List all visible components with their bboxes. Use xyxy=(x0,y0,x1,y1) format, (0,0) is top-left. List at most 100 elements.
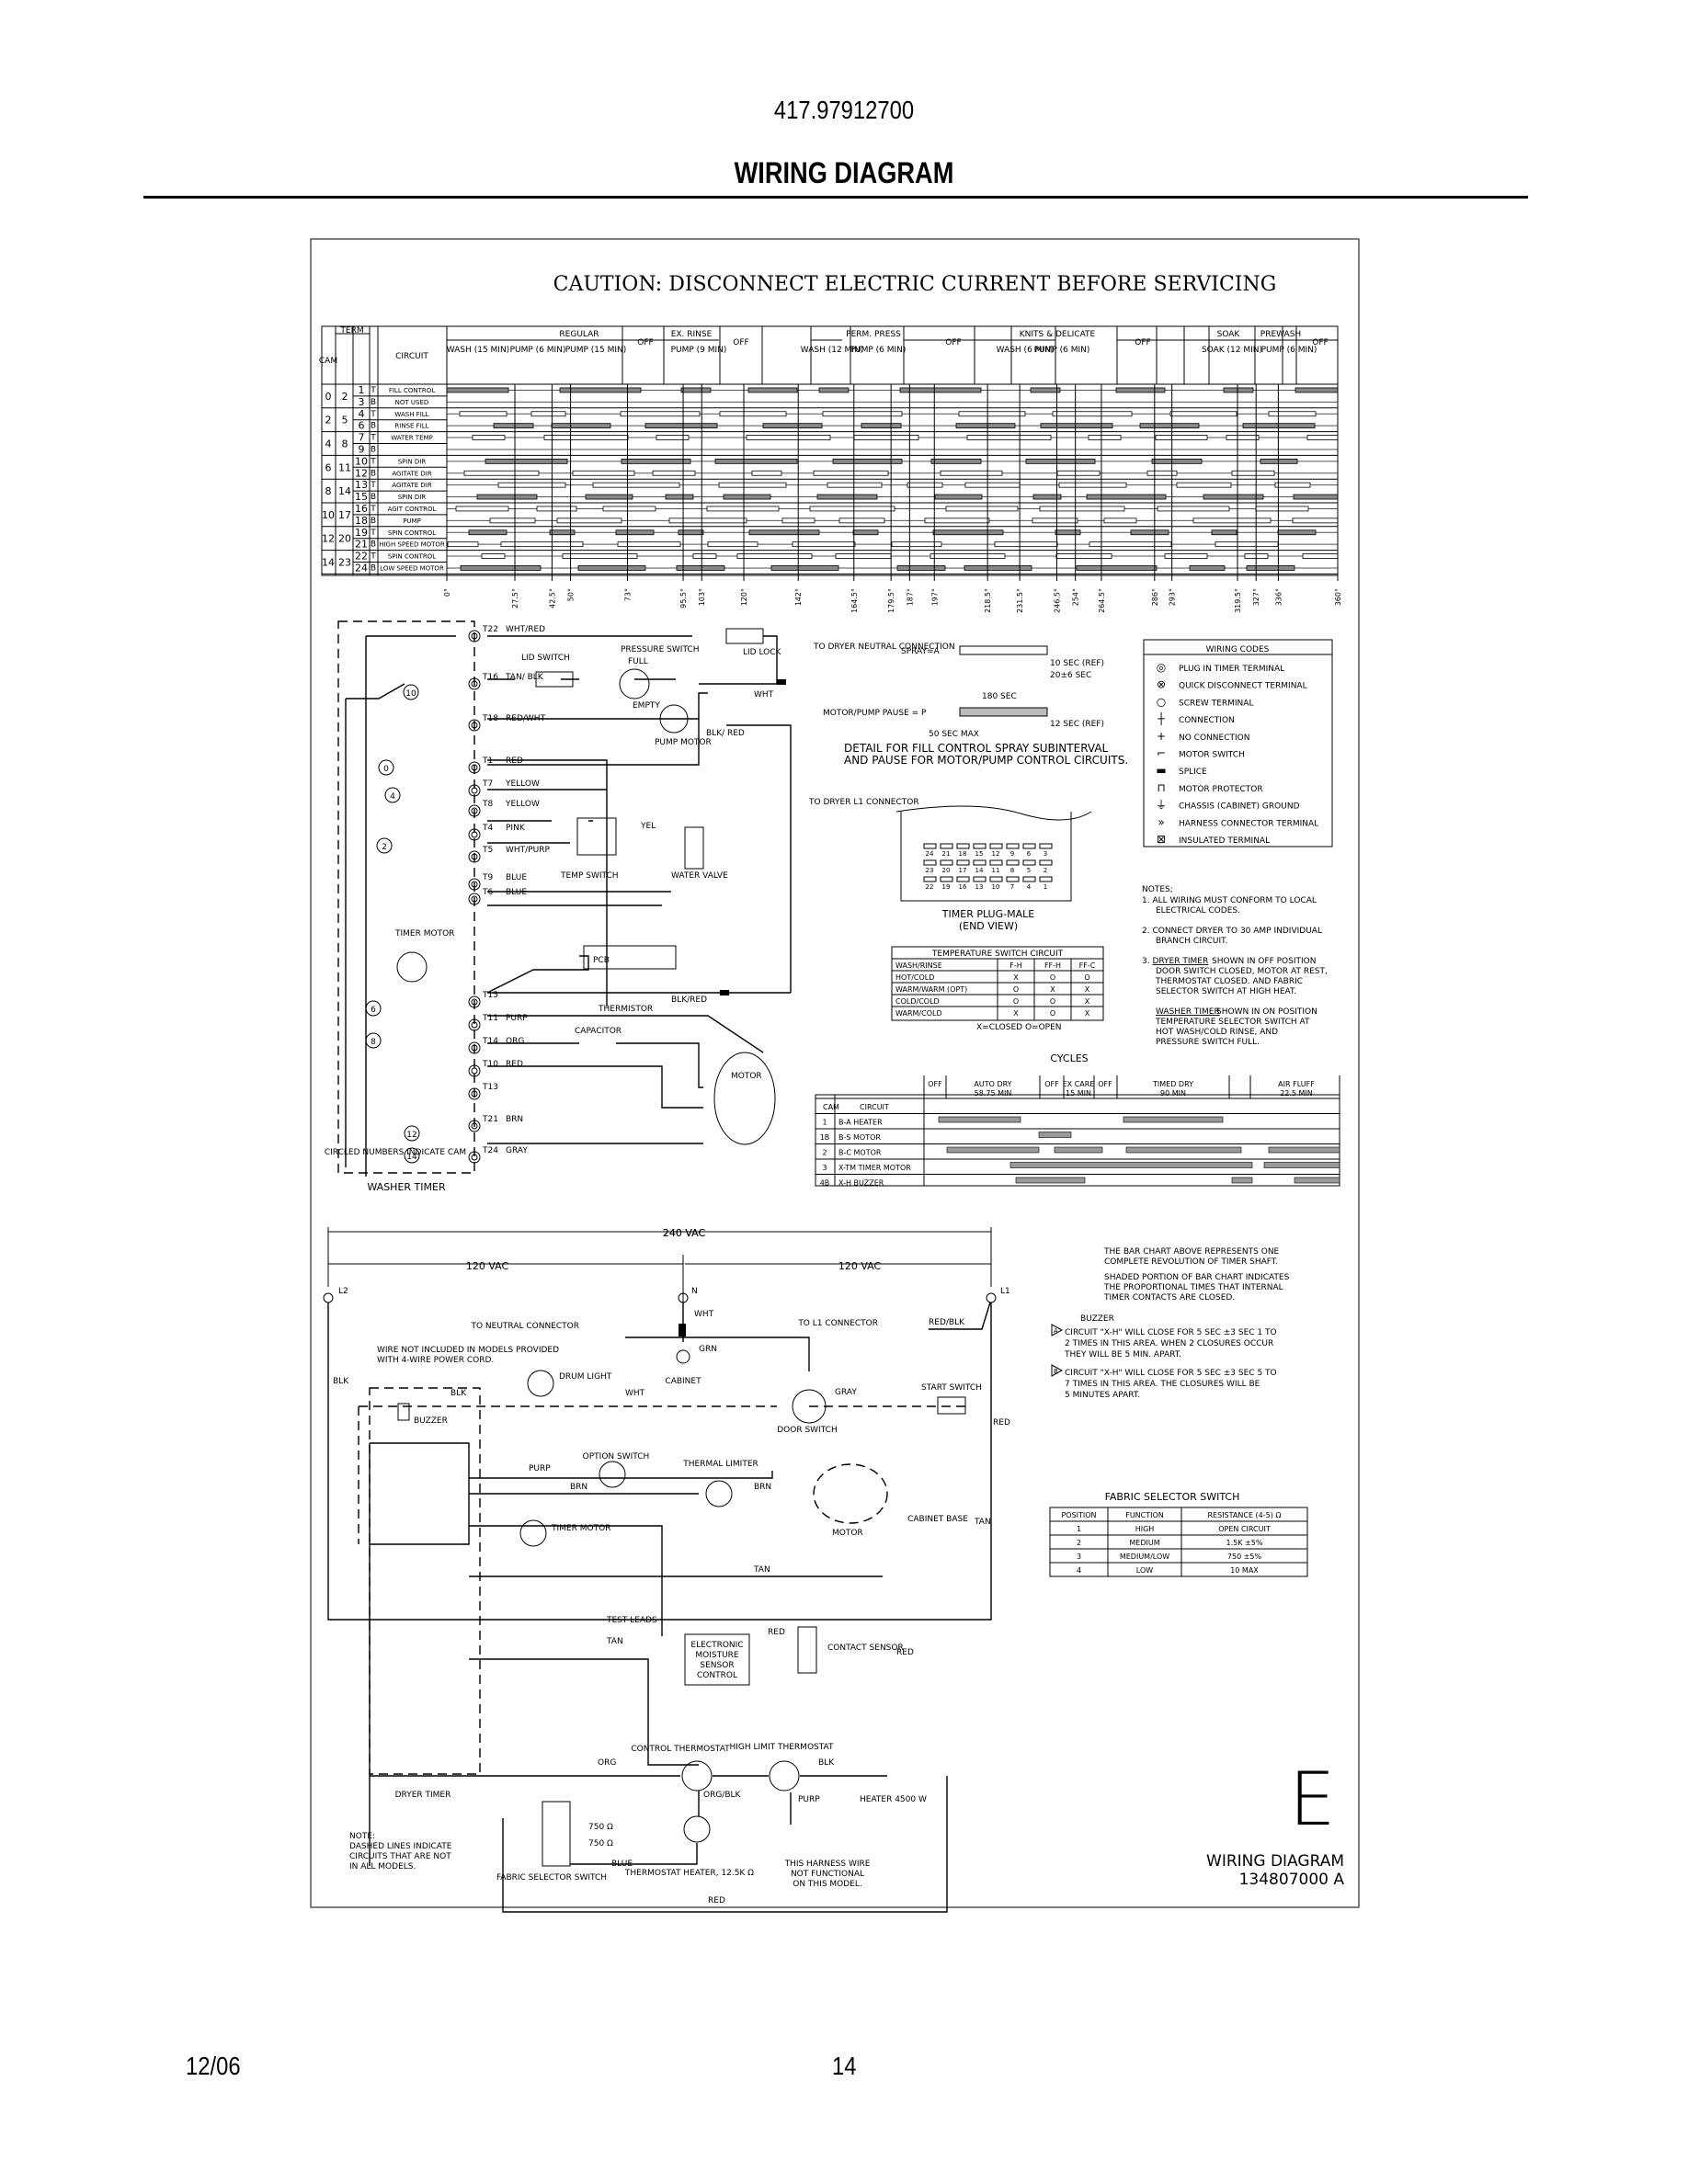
sub-pump-9: PUMP (9 MIN) xyxy=(671,346,727,355)
svg-text:B: B xyxy=(371,540,376,550)
svg-text:4: 4 xyxy=(359,408,365,420)
svg-text:MOTOR: MOTOR xyxy=(832,1529,863,1538)
svg-text:PUMP: PUMP xyxy=(403,518,421,525)
svg-text:PINK: PINK xyxy=(506,824,526,833)
sub-pump-6b: PUMP (6 MIN) xyxy=(850,346,907,355)
term-header: TERM xyxy=(339,326,363,336)
revision-letter: E xyxy=(1289,1757,1336,1842)
svg-text:17: 17 xyxy=(959,867,967,874)
svg-text:WASH/RINSE: WASH/RINSE xyxy=(895,961,942,970)
svg-text:T8: T8 xyxy=(482,800,493,809)
motor-label: MOTOR xyxy=(731,1072,762,1081)
svg-text:20: 20 xyxy=(338,533,351,545)
svg-text:BLK: BLK xyxy=(818,1758,835,1768)
svg-text:240 VAC: 240 VAC xyxy=(663,1227,706,1239)
svg-text:RINSE FILL: RINSE FILL xyxy=(394,423,428,430)
wiring-code-item: ⊗QUICK DISCONNECT TERMINAL xyxy=(1157,678,1307,691)
svg-text:1.5K ±5%: 1.5K ±5% xyxy=(1226,1539,1263,1547)
svg-text:4B: 4B xyxy=(820,1179,830,1188)
moisture-sensor-control xyxy=(684,1633,750,1686)
svg-text:2: 2 xyxy=(822,1149,827,1157)
svg-text:X-TM TIMER MOTOR: X-TM TIMER MOTOR xyxy=(838,1164,911,1172)
svg-text:WHT: WHT xyxy=(694,1310,714,1319)
svg-text:8: 8 xyxy=(371,1038,376,1047)
plug-pin xyxy=(923,843,937,849)
degree-tick: 179.5° xyxy=(887,588,895,613)
max50-label: 50 SEC MAX xyxy=(929,730,979,739)
svg-text:21: 21 xyxy=(355,539,368,551)
svg-text:WARM/WARM (OPT): WARM/WARM (OPT) xyxy=(895,985,967,994)
svg-text:90 MIN: 90 MIN xyxy=(1160,1089,1186,1098)
svg-text:T: T xyxy=(370,386,376,395)
svg-text:MOTOR PROTECTOR: MOTOR PROTECTOR xyxy=(1179,785,1263,794)
svg-text:WASHER TIMER: WASHER TIMER xyxy=(1156,1007,1220,1017)
pump-motor-label: PUMP MOTOR xyxy=(655,738,712,747)
svg-text:NOT USED: NOT USED xyxy=(395,399,429,406)
cabinet-ground-icon xyxy=(676,1349,690,1364)
svg-text:QUICK DISCONNECT TERMINAL: QUICK DISCONNECT TERMINAL xyxy=(1179,682,1307,691)
svg-text:2: 2 xyxy=(1077,1539,1081,1547)
wiring-code-item: ┼CONNECTION xyxy=(1157,711,1234,725)
wiring-code-item: ⊠INSULATED TERMINAL xyxy=(1157,833,1270,846)
cam-header: CAM xyxy=(319,357,337,366)
cycle-segment: AUTO DRY xyxy=(974,1080,1011,1088)
notes: NOTES; 1. ALL WIRING MUST CONFORM TO LOC… xyxy=(1142,885,1328,1047)
svg-text:RED: RED xyxy=(708,1896,725,1905)
svg-text:CAM: CAM xyxy=(823,1103,839,1111)
svg-text:240 VAC: 240 VAC xyxy=(663,1227,706,1239)
plug-pin xyxy=(956,843,970,849)
svg-text:2: 2 xyxy=(382,843,387,852)
svg-text:T13: T13 xyxy=(482,1083,498,1092)
svg-text:SPIN DIR: SPIN DIR xyxy=(398,458,427,465)
svg-text:CYCLES: CYCLES xyxy=(1050,1052,1088,1064)
svg-text:O: O xyxy=(1013,997,1019,1006)
degree-tick: 254° xyxy=(1072,588,1080,606)
svg-text:L2: L2 xyxy=(338,1287,348,1296)
motor-protector-icon: ⊓ xyxy=(1157,781,1165,794)
cam-circle: 2 xyxy=(376,837,393,854)
svg-text:HIGH: HIGH xyxy=(1135,1525,1155,1533)
svg-text:14: 14 xyxy=(322,557,335,569)
svg-text:2: 2 xyxy=(325,415,332,427)
contact-sensor-icon xyxy=(797,1626,817,1674)
svg-text:FF-C: FF-C xyxy=(1079,961,1096,970)
svg-text:13: 13 xyxy=(355,479,368,491)
svg-text:PURP: PURP xyxy=(529,1464,551,1473)
svg-text:12: 12 xyxy=(992,850,1000,858)
svg-text:3. DRYER TIMER: 3. DRYER TIMER xyxy=(1142,957,1208,966)
harness-connector-icon: » xyxy=(1158,815,1164,828)
plug-pin xyxy=(1039,859,1053,866)
svg-text:T10: T10 xyxy=(482,1060,498,1069)
plug-in-terminal-icon: ◎ xyxy=(1157,661,1166,674)
fabric-selector-switch-icon xyxy=(542,1801,571,1867)
svg-text:15 MIN: 15 MIN xyxy=(1066,1089,1091,1098)
degree-tick: 319.5° xyxy=(1234,588,1242,613)
splice-icon xyxy=(720,990,729,995)
svg-text:YELLOW: YELLOW xyxy=(505,779,540,789)
svg-text:0: 0 xyxy=(383,765,389,774)
sub-pump-15: PUMP (15 MIN) xyxy=(565,346,627,355)
svg-text:T21: T21 xyxy=(482,1115,498,1124)
svg-text:HEATER 4500 W: HEATER 4500 W xyxy=(860,1795,927,1804)
svg-text:F-H: F-H xyxy=(1009,961,1022,970)
svg-text:CIRCUIT "X-H" WILL CLOSE FOR 5: CIRCUIT "X-H" WILL CLOSE FOR 5 SEC ±3 SE… xyxy=(1065,1328,1277,1337)
svg-text:BLUE: BLUE xyxy=(506,888,527,897)
water-valve-label: WATER VALVE xyxy=(671,871,728,881)
plug-pin xyxy=(1039,843,1053,849)
svg-text:14: 14 xyxy=(406,1153,417,1162)
svg-text:B: B xyxy=(371,493,376,502)
degree-tick: 360° xyxy=(1334,588,1342,606)
degree-tick: 164.5° xyxy=(850,588,859,613)
svg-text:ON THIS MODEL.: ON THIS MODEL. xyxy=(793,1880,862,1889)
footer-page-number: 14 xyxy=(832,2052,857,2080)
svg-text:4: 4 xyxy=(325,438,332,450)
svg-text:7 TIMES IN THIS AREA. THE CLO: 7 TIMES IN THIS AREA. THE CLOSURES WILL … xyxy=(1065,1380,1260,1389)
group-prewash: PREWASH xyxy=(1260,330,1301,339)
degree-tick: 50° xyxy=(567,588,576,601)
thermostat-heater-icon xyxy=(683,1815,711,1843)
svg-text:TEMPERATURE SELECTOR SWITCH AT: TEMPERATURE SELECTOR SWITCH AT xyxy=(1155,1018,1310,1027)
svg-text:T16: T16 xyxy=(482,673,498,682)
